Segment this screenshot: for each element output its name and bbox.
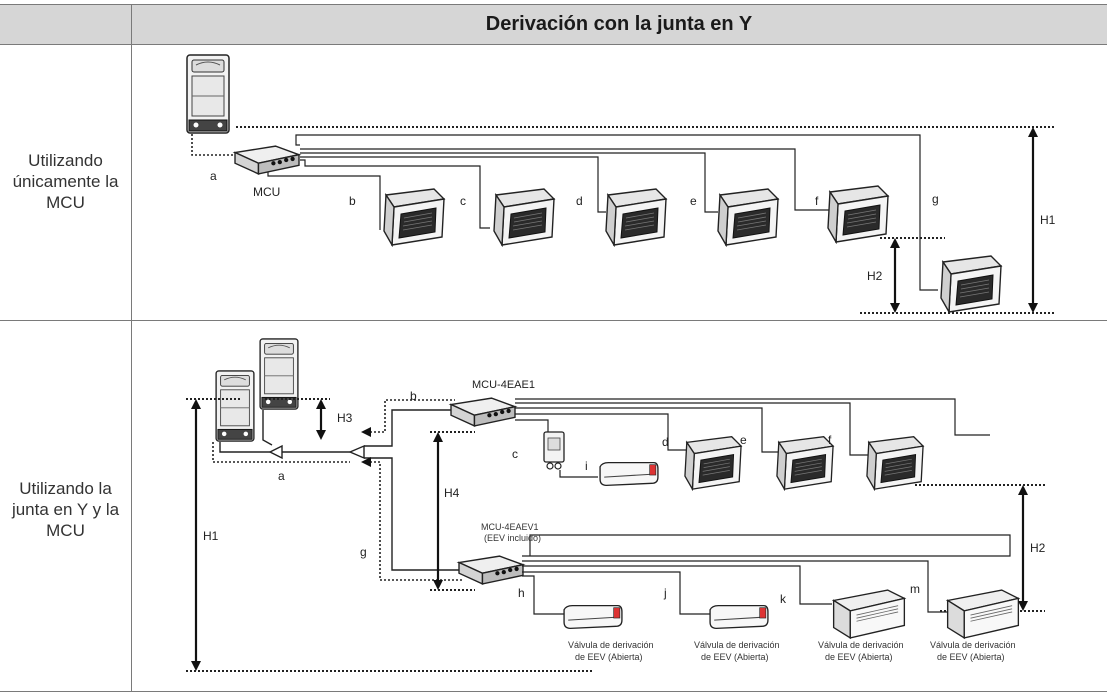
indoor-unit-e-icon xyxy=(717,188,779,246)
outdoor-unit-1-icon xyxy=(215,370,255,442)
mcu-top-label: MCU-4EAE1 xyxy=(472,379,535,391)
pipe-label-a-row2: a xyxy=(278,469,285,483)
row2-diagram: MCU-4EAE1 MCU-4EAEV1 (EEV incluido) a b … xyxy=(186,338,1046,672)
valve-caption-m-line1: Válvula de derivación xyxy=(930,640,1016,650)
row1-label: Utilizando únicamente la MCU xyxy=(0,150,131,213)
indoor-unit-b-icon xyxy=(383,188,445,246)
header-title: Derivación con la junta en Y xyxy=(485,13,753,35)
pipe-label-d: d xyxy=(576,194,583,208)
pipe-label-e: e xyxy=(690,194,697,208)
header-divider xyxy=(0,44,1107,45)
valve-caption-j-line2: de EEV (Abierta) xyxy=(701,652,769,662)
pipe-label-g: g xyxy=(932,192,939,206)
valve-caption-j-line1: Válvula de derivación xyxy=(694,640,780,650)
pipe-label-h-row2: h xyxy=(518,586,525,600)
height-label-h4: H4 xyxy=(444,486,460,500)
valve-caption-h-line2: de EEV (Abierta) xyxy=(575,652,643,662)
valve-caption-k-line1: Válvula de derivación xyxy=(818,640,904,650)
height-label-h3: H3 xyxy=(337,411,353,425)
row2-label-line3: MCU xyxy=(46,521,85,540)
pipe-label-f-row2: f xyxy=(828,433,832,447)
pipe-label-b: b xyxy=(349,194,356,208)
mcu-icon xyxy=(234,145,300,175)
pipe-label-e-row2: e xyxy=(740,433,747,447)
wall-unit-j-icon xyxy=(709,604,769,630)
mcu-bottom-icon xyxy=(458,555,524,585)
column-divider xyxy=(131,4,132,692)
wall-unit-h-icon xyxy=(563,604,623,630)
pipe-label-d-row2: d xyxy=(662,435,669,449)
height-label-h1: H1 xyxy=(1040,213,1056,227)
pipe-label-g-row2: g xyxy=(360,545,367,559)
indoor-unit-d-icon xyxy=(605,188,667,246)
indoor-unit-g-icon xyxy=(940,255,1002,313)
mcu-bottom-label-line2: (EEV incluido) xyxy=(484,533,541,543)
pipe-label-b-row2: b xyxy=(410,389,417,403)
height-label-h2: H2 xyxy=(867,269,883,283)
row2-label: Utilizando la junta en Y y la MCU xyxy=(0,478,131,541)
row1-diagram: a MCU b c d e f g H1 H2 xyxy=(186,54,1056,314)
indoor-unit-f-icon xyxy=(827,185,889,243)
pipe-label-c: c xyxy=(460,194,466,208)
height-label-h1-row2: H1 xyxy=(203,529,219,543)
pipe-label-k-row2: k xyxy=(780,592,787,606)
row1-label-line3: MCU xyxy=(46,193,85,212)
cassette-e-icon xyxy=(776,436,834,490)
pipe-label-j-row2: j xyxy=(663,586,667,600)
pipe-a xyxy=(191,134,240,156)
height-label-h2-row2: H2 xyxy=(1030,541,1046,555)
row-divider xyxy=(0,320,1107,321)
table-border-bottom xyxy=(0,691,1107,692)
pipe-label-i-row2: i xyxy=(585,459,588,473)
indoor-unit-c-icon xyxy=(493,188,555,246)
row1-label-line1: Utilizando xyxy=(28,151,103,170)
valve-box-icon xyxy=(543,431,565,470)
row2-label-line2: junta en Y y la xyxy=(11,500,120,519)
valve-caption-m-line2: de EEV (Abierta) xyxy=(937,652,1005,662)
y-joint-1-icon xyxy=(268,444,283,460)
valve-caption-k-line2: de EEV (Abierta) xyxy=(825,652,893,662)
valve-caption-h-line1: Válvula de derivación xyxy=(568,640,654,650)
floor-unit-k-icon xyxy=(832,589,906,639)
wall-unit-i-icon xyxy=(599,461,659,487)
row2-label-line1: Utilizando la xyxy=(19,479,112,498)
mcu-label: MCU xyxy=(253,185,280,199)
header-row xyxy=(0,4,1107,44)
pipe-label-c-row2: c xyxy=(512,447,518,461)
pipe-label-f: f xyxy=(815,194,819,208)
mcu-bottom-label-line1: MCU-4EAEV1 xyxy=(481,522,539,532)
pipe-label-a: a xyxy=(210,169,217,183)
y-joint-2-icon xyxy=(348,444,365,460)
cassette-f-icon xyxy=(866,436,924,490)
mcu-top-icon xyxy=(450,397,516,427)
outdoor-unit-icon xyxy=(186,54,230,134)
pipe-label-m-row2: m xyxy=(910,582,920,596)
row1-label-line2: únicamente la xyxy=(12,172,119,191)
table-border-top xyxy=(0,4,1107,5)
cassette-d-icon xyxy=(684,436,742,490)
floor-unit-m-icon xyxy=(946,589,1020,639)
